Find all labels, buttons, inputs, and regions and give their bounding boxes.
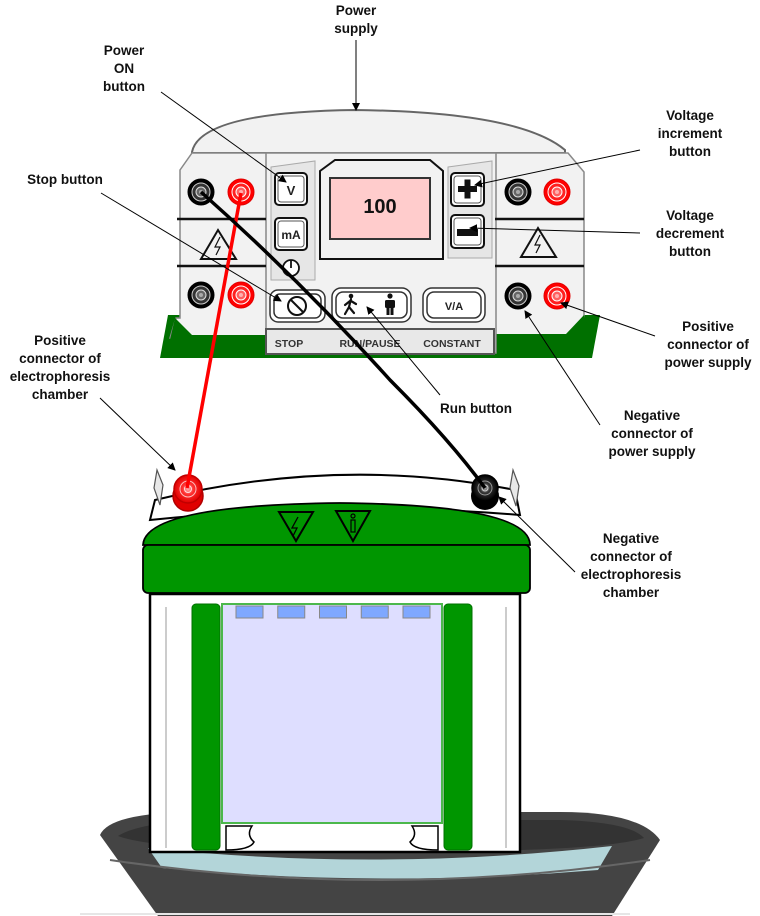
minus-icon bbox=[457, 229, 478, 236]
label-power-supply: Power supply bbox=[334, 3, 378, 36]
power-supply-jacks bbox=[187, 178, 571, 310]
black-lead-wire[interactable] bbox=[199, 190, 487, 490]
power-supply-top bbox=[191, 108, 566, 154]
gel bbox=[221, 603, 443, 824]
arrow-power-on bbox=[160, 91, 287, 183]
label-voltage-decrement: Voltage decrement button bbox=[655, 208, 725, 259]
left-positive-jack-bottom[interactable] bbox=[227, 281, 255, 309]
voltage-decrement-button[interactable] bbox=[450, 214, 485, 249]
arrow-voltage-increment bbox=[474, 149, 641, 188]
arrow-voltage-decrement bbox=[469, 224, 641, 234]
ice bbox=[148, 846, 612, 879]
label-positive-connector-chamber: Positive connector of electrophoresis ch… bbox=[9, 333, 111, 402]
current-mode-button[interactable]: mA bbox=[274, 217, 308, 251]
arrow-negative-chamber bbox=[498, 496, 576, 573]
left-positive-jack-top[interactable] bbox=[227, 178, 255, 206]
red-lead-wire[interactable] bbox=[185, 192, 243, 489]
power-supply-negative-connector[interactable] bbox=[504, 282, 532, 310]
constant-mode-button[interactable]: V/A bbox=[422, 287, 486, 323]
left-electrode bbox=[191, 603, 221, 851]
gel-well bbox=[402, 605, 431, 619]
display-screen bbox=[329, 177, 431, 240]
chamber-negative-connector[interactable] bbox=[471, 474, 499, 510]
stop-icon bbox=[287, 296, 307, 316]
arrow-negative-power bbox=[524, 310, 601, 426]
right-positive-jack-top[interactable] bbox=[543, 178, 571, 206]
high-voltage-warning-icon bbox=[519, 226, 558, 258]
label-power-on-button: Power ON button bbox=[103, 43, 145, 94]
plus-icon bbox=[458, 179, 477, 199]
label-voltage-increment: Voltage increment button bbox=[657, 108, 723, 159]
left-negative-jack-bottom[interactable] bbox=[187, 281, 215, 309]
power-icon[interactable] bbox=[282, 259, 300, 277]
wells bbox=[235, 605, 431, 619]
power-supply: V mA 100 bbox=[160, 108, 600, 358]
voltage-mode-label: V bbox=[287, 183, 296, 198]
high-voltage-warning-icon bbox=[199, 228, 238, 260]
gel-support-right bbox=[409, 825, 439, 851]
gel-well bbox=[360, 605, 389, 619]
arrow-positive-power bbox=[560, 301, 656, 337]
high-voltage-warning-icon bbox=[277, 511, 315, 543]
left-fin bbox=[153, 467, 164, 506]
stop-label: STOP bbox=[275, 338, 303, 350]
callout-arrows bbox=[99, 40, 656, 573]
gel-support-left bbox=[225, 825, 255, 851]
display-value: 100 bbox=[363, 196, 396, 218]
walking-person-icon bbox=[343, 293, 358, 316]
run-pause-button[interactable] bbox=[331, 287, 412, 323]
arrow-run bbox=[366, 306, 441, 396]
chamber-cap bbox=[142, 502, 531, 546]
stop-button[interactable] bbox=[269, 289, 326, 323]
arrow-positive-chamber bbox=[99, 397, 176, 471]
run-pause-label: RUN/PAUSE bbox=[339, 338, 400, 350]
gel-well bbox=[235, 605, 264, 619]
tray-rim bbox=[109, 859, 651, 881]
label-positive-connector-power: Positive connector of power supply bbox=[664, 319, 752, 370]
right-negative-jack-top[interactable] bbox=[504, 178, 532, 206]
right-electrode bbox=[443, 603, 473, 851]
info-warning-icon bbox=[334, 510, 372, 544]
standing-person-icon bbox=[385, 293, 395, 315]
voltage-increment-button[interactable] bbox=[450, 172, 485, 207]
current-mode-label: mA bbox=[281, 228, 301, 242]
electrophoresis-chamber bbox=[142, 467, 531, 854]
label-negative-connector-chamber: Negative connector of electrophoresis ch… bbox=[580, 531, 682, 600]
arrow-stop bbox=[100, 192, 282, 302]
chamber-band bbox=[142, 544, 531, 594]
constant-label: CONSTANT bbox=[423, 338, 481, 350]
label-strip bbox=[265, 328, 495, 355]
label-stop-button: Stop button bbox=[27, 172, 103, 187]
gel-well bbox=[319, 605, 347, 619]
right-fin bbox=[509, 467, 520, 507]
constant-mode-label: V/A bbox=[445, 301, 463, 313]
label-negative-connector-power: Negative connector of power supply bbox=[608, 408, 696, 459]
label-run-button: Run button bbox=[440, 401, 512, 416]
gel-well bbox=[277, 605, 306, 619]
